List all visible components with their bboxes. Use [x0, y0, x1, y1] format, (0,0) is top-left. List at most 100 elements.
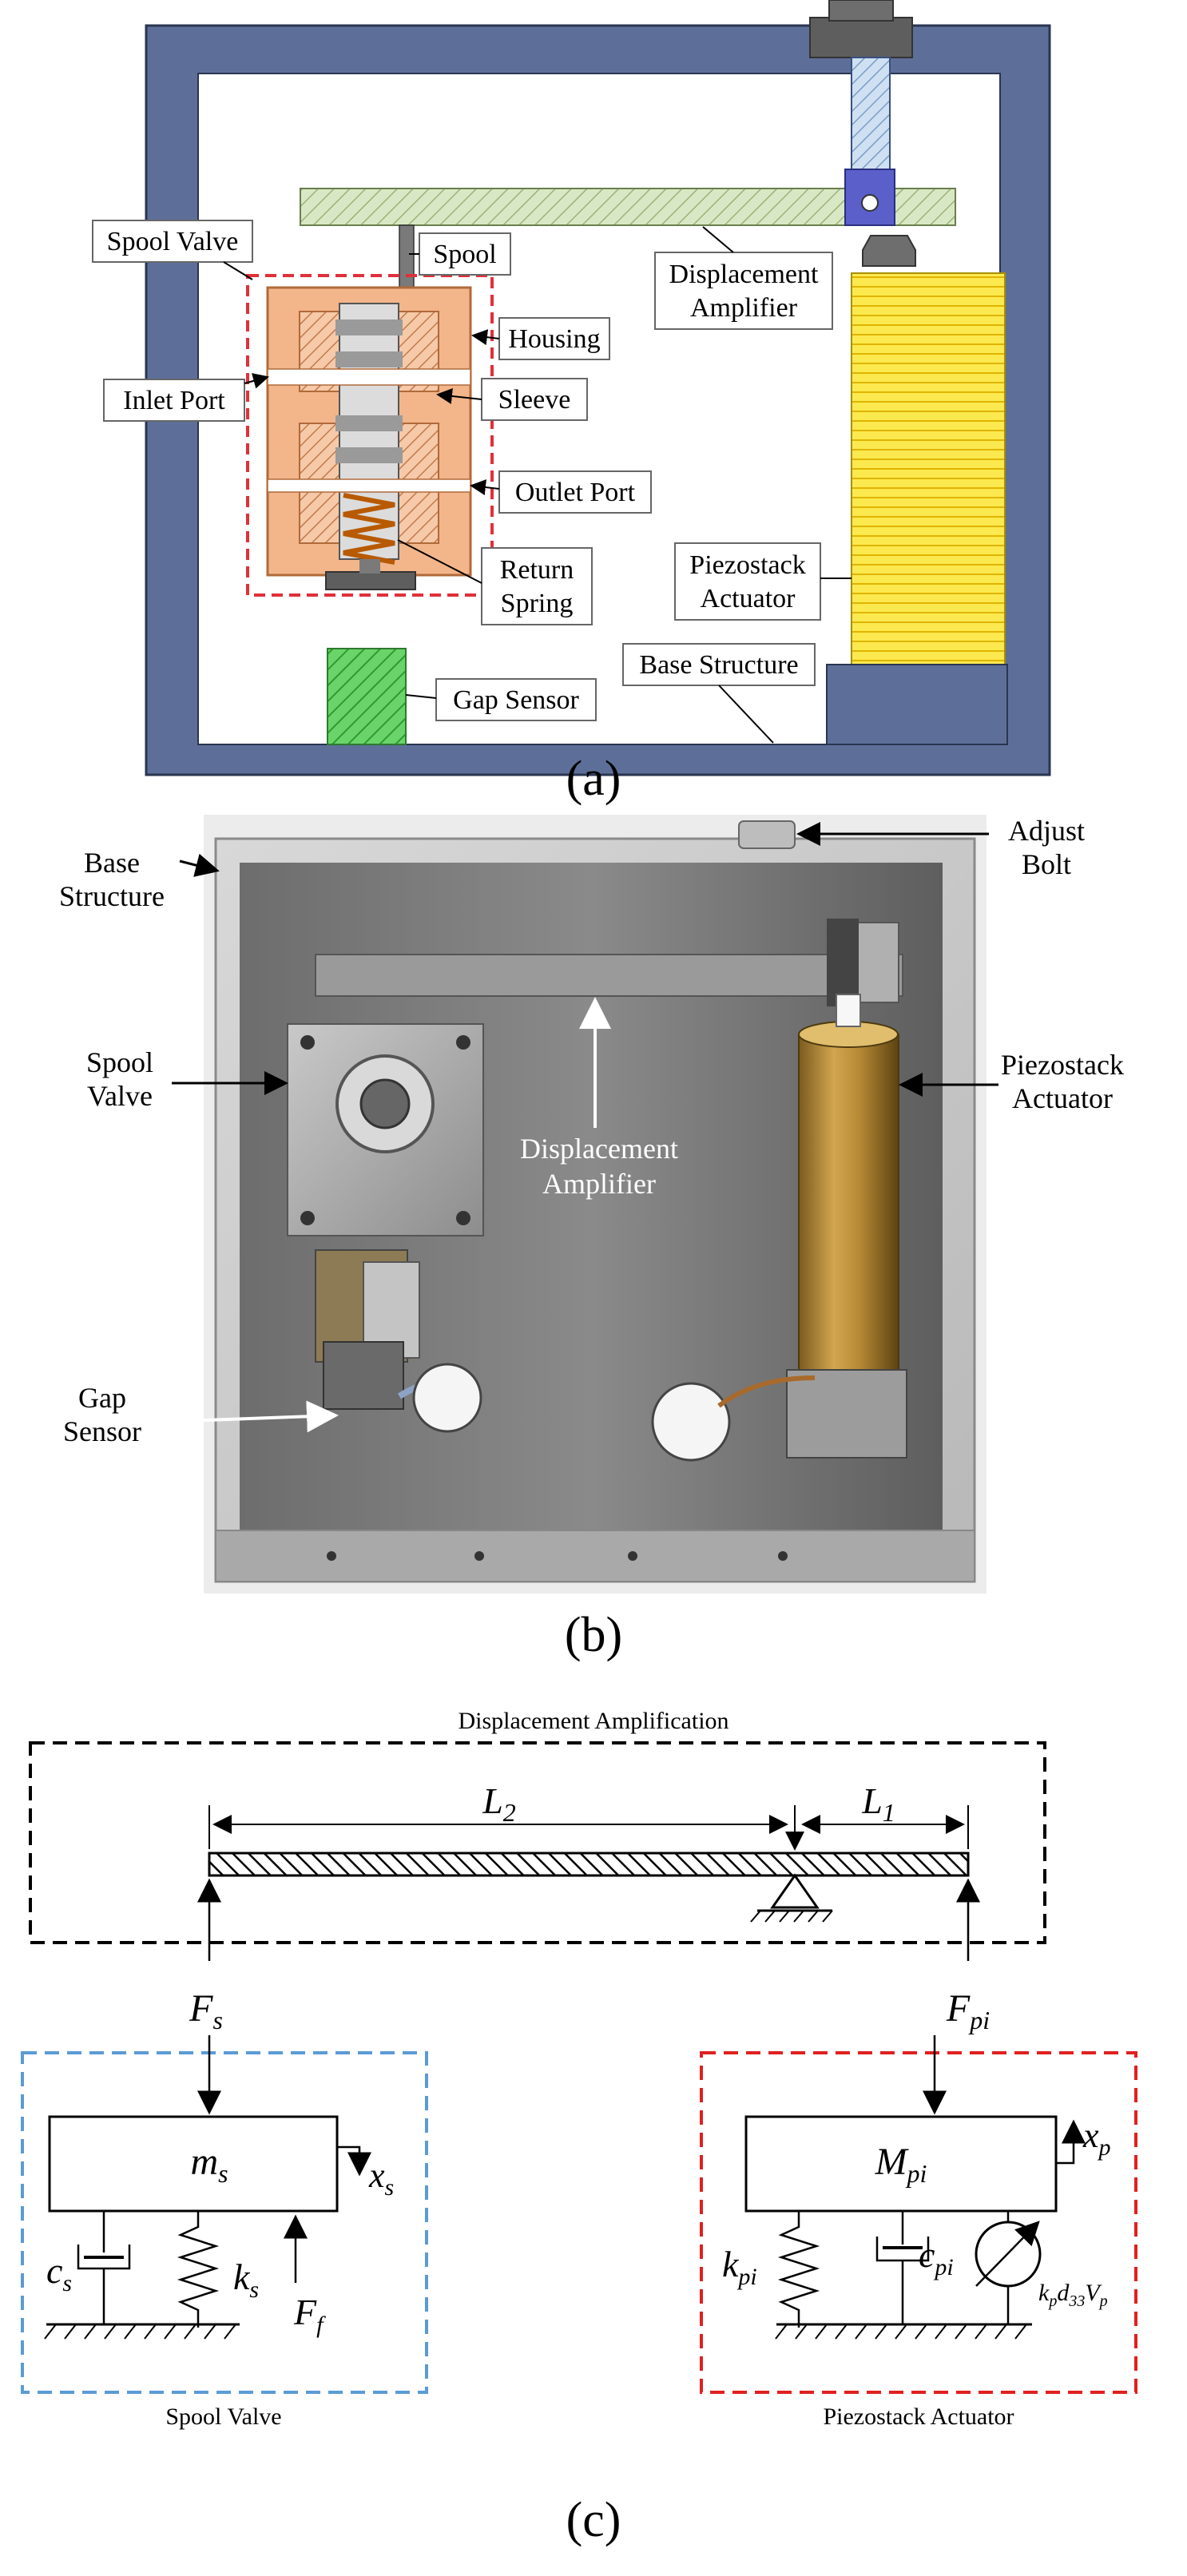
piezostack-box-label: Piezostack Actuator: [823, 2403, 1014, 2430]
svg-text:Amplifier: Amplifier: [690, 293, 798, 323]
svg-text:Gap: Gap: [78, 1382, 126, 1414]
svg-text:Amplifier: Amplifier: [542, 1168, 656, 1200]
piezo-mass: [744, 2115, 1058, 2213]
label-outlet-port: Outlet Port: [470, 470, 652, 514]
panel-b-photo: Base Structure Adjust Bolt Spool Valve D…: [0, 815, 1187, 1685]
svg-text:Gap Sensor: Gap Sensor: [453, 685, 579, 715]
adjust-bolt-shaft: [851, 57, 891, 170]
svg-text:Actuator: Actuator: [1012, 1082, 1113, 1114]
caption-c: (c): [566, 2493, 621, 2547]
actuator-tip: [862, 235, 916, 267]
svg-text:Actuator: Actuator: [701, 584, 796, 613]
panel-c-model: Displacement Amplification L2 L1 Fs Fpi …: [0, 1685, 1187, 2576]
svg-text:Displacement: Displacement: [520, 1133, 678, 1165]
adjust-bolt-nut: [828, 0, 894, 22]
label-base-structure: Base Structure: [59, 847, 220, 912]
force-source: kpd33Vp: [975, 2211, 1108, 2324]
spool-valve-outline: [246, 274, 494, 597]
damper-cs: cs: [46, 2211, 131, 2324]
box-front-lip: [215, 1530, 975, 1582]
amplification-title: Displacement Amplification: [458, 1708, 728, 1734]
piezo-actuator-base: [786, 1369, 907, 1459]
label-gap-sensor: Gap Sensor: [63, 1382, 339, 1447]
svg-text:Displacement: Displacement: [669, 260, 819, 289]
label-piezostack-actuator: Piezostack Actuator: [899, 1049, 1124, 1114]
svg-text:Fpi: Fpi: [946, 1987, 990, 2034]
amplification-box: [29, 1741, 1046, 1944]
spool-land-2: [335, 351, 403, 367]
spool-rod: [399, 224, 415, 290]
svg-text:Bolt: Bolt: [1022, 848, 1071, 880]
svg-text:Housing: Housing: [508, 324, 600, 354]
label-spool-valve: Spool Valve: [86, 1046, 288, 1112]
svg-text:Sensor: Sensor: [63, 1415, 141, 1447]
adjust-bolt-head: [809, 17, 913, 58]
spring-kpi: kpi: [722, 2211, 820, 2328]
svg-text:Mpi: Mpi: [875, 2141, 927, 2188]
svg-text:Base: Base: [84, 847, 140, 879]
svg-text:Sleeve: Sleeve: [498, 385, 571, 415]
svg-text:xp: xp: [1082, 2116, 1111, 2161]
spool-land-4: [335, 447, 403, 463]
return-spring: [343, 493, 395, 565]
spool-land-3: [335, 415, 403, 431]
fulcrum: [770, 1873, 820, 1909]
svg-text:Base Structure: Base Structure: [639, 650, 798, 680]
label-housing: Housing: [471, 317, 610, 360]
caption-a: (a): [566, 752, 621, 806]
svg-text:Spool: Spool: [86, 1046, 153, 1078]
svg-text:Valve: Valve: [87, 1080, 153, 1112]
piezostack-actuator-body: [851, 272, 1006, 665]
svg-text:Spool Valve: Spool Valve: [107, 227, 239, 256]
outlet-port-channel: [267, 478, 471, 493]
svg-text:cpi: cpi: [919, 2234, 954, 2280]
schematic-diagram: Spool Valve Spool Housing Inlet Port Sle…: [92, 0, 1051, 776]
piezo-actuator-body: [798, 1034, 899, 1371]
svg-text:Outlet Port: Outlet Port: [515, 478, 636, 507]
label-displacement-amplifier: Displacement Amplifier: [654, 226, 833, 330]
spring-ks: ks: [177, 2211, 259, 2328]
svg-text:Piezostack: Piezostack: [689, 550, 805, 580]
svg-text:L2: L2: [482, 1780, 516, 1827]
spool-bottom-cap: [325, 571, 416, 590]
spool-mass: [48, 2115, 339, 2213]
label-base-structure: Base Structure: [622, 643, 816, 744]
dynamic-model-diagram: Displacement Amplification L2 L1 Fs Fpi …: [21, 1708, 1137, 2430]
label-spool-valve: Spool Valve: [92, 220, 253, 280]
inlet-port-channel: [267, 368, 471, 386]
label-spool: Spool: [409, 232, 511, 276]
svg-text:Structure: Structure: [59, 880, 165, 912]
piezostack-box: [700, 2051, 1137, 2394]
svg-text:L1: L1: [861, 1780, 895, 1827]
spool-valve-box-label: Spool Valve: [165, 2403, 281, 2430]
svg-text:xs: xs: [368, 2156, 394, 2201]
svg-text:Piezostack: Piezostack: [1001, 1049, 1124, 1081]
svg-text:cs: cs: [46, 2250, 72, 2296]
svg-text:ks: ks: [233, 2256, 259, 2303]
amplifier-beam: [315, 954, 903, 997]
spool-land-1: [335, 320, 403, 335]
damper-cpi: cpi: [875, 2211, 954, 2324]
svg-text:kpi: kpi: [722, 2244, 757, 2290]
panel-a-schematic: Spool Valve Spool Housing Inlet Port Sle…: [0, 0, 1187, 815]
svg-text:Ff: Ff: [293, 2292, 326, 2338]
svg-text:kpd33Vp: kpd33Vp: [1038, 2280, 1108, 2310]
lever-bar: [208, 1852, 970, 1877]
svg-text:Return: Return: [500, 555, 574, 585]
label-return-spring: Return Spring: [397, 539, 593, 625]
label-displacement-amplifier: Displacement Amplifier: [520, 997, 678, 1200]
label-piezostack-actuator: Piezostack Actuator: [674, 542, 852, 621]
adjust-bolt: [738, 820, 796, 849]
svg-text:Inlet Port: Inlet Port: [123, 386, 225, 415]
label-sleeve: Sleeve: [436, 378, 588, 421]
svg-text:Spool: Spool: [433, 240, 496, 269]
actuator-base-block: [826, 664, 1008, 745]
spool-bottom-stem: [359, 559, 380, 574]
svg-text:Fs: Fs: [189, 1987, 223, 2034]
label-gap-sensor: Gap Sensor: [405, 678, 597, 721]
caption-b: (b): [564, 1608, 623, 1662]
svg-text:Spring: Spring: [501, 589, 574, 618]
label-adjust-bolt: Adjust Bolt: [796, 815, 1085, 880]
prototype-photo: Base Structure Adjust Bolt Spool Valve D…: [59, 815, 1124, 1594]
svg-text:Adjust: Adjust: [1008, 815, 1085, 847]
